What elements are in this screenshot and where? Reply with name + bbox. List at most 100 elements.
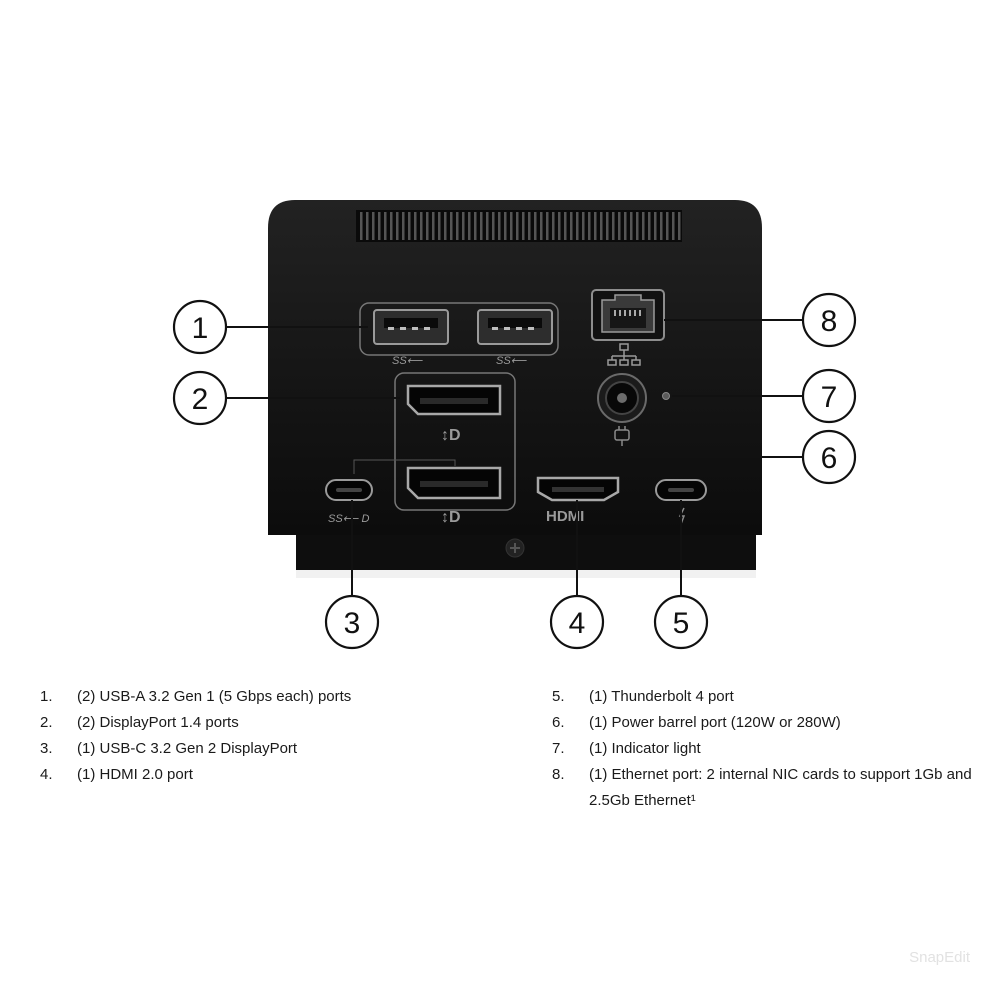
displayport-upper xyxy=(406,384,502,416)
vent-slot xyxy=(648,212,651,240)
vent-slot xyxy=(636,212,639,240)
hdmi-port: HDMI xyxy=(536,476,620,525)
vent-slot xyxy=(540,212,543,240)
displayport-lower-logo: ↕D xyxy=(441,509,461,526)
legend-left-column: 1. (2) USB-A 3.2 Gen 1 (5 Gbps each) por… xyxy=(40,684,480,788)
vent-slot xyxy=(612,212,615,240)
vent-slot xyxy=(468,212,471,240)
legend-item: 2. (2) DisplayPort 1.4 ports xyxy=(40,710,480,736)
legend-item: 3. (1) USB-C 3.2 Gen 2 DisplayPort xyxy=(40,736,480,762)
legend-text: (1) USB-C 3.2 Gen 2 DisplayPort xyxy=(77,740,298,757)
callout-3: 3 xyxy=(324,594,380,650)
vent-slot xyxy=(378,212,381,240)
legend-right-column: 5. (1) Thunderbolt 4 port 6. (1) Power b… xyxy=(552,684,992,814)
vent-slot xyxy=(426,212,429,240)
legend-text: (1) Indicator light xyxy=(589,740,701,757)
displayport-lower xyxy=(406,466,502,500)
callout-7: 7 xyxy=(801,368,857,424)
legend-item: 5. (1) Thunderbolt 4 port xyxy=(552,684,992,710)
legend-number: 3. xyxy=(40,740,53,757)
callout-6-label: 6 xyxy=(821,442,838,475)
callout-2: 2 xyxy=(172,370,228,426)
callout-6: 6 xyxy=(801,429,857,485)
power-icon xyxy=(614,426,630,446)
usb-c-port: SS⟵ D xyxy=(325,479,373,525)
vent-slot xyxy=(450,212,453,240)
leader-lines xyxy=(226,319,804,598)
legend-text: (2) DisplayPort 1.4 ports xyxy=(77,714,239,731)
vent-slot xyxy=(672,212,675,240)
callout-4: 4 xyxy=(549,594,605,650)
callout-5: 5 xyxy=(653,594,709,650)
legend-number: 8. xyxy=(552,766,565,783)
vent-slot xyxy=(360,212,363,240)
vent-slot xyxy=(522,212,525,240)
legend-number: 1. xyxy=(40,688,53,705)
usb-a-right-logo: SS⟵ xyxy=(496,355,528,367)
callout-5-label: 5 xyxy=(673,607,690,640)
vent-slot xyxy=(678,212,681,240)
vent-slot xyxy=(438,212,441,240)
legend-number: 2. xyxy=(40,714,53,731)
legend-text: (1) HDMI 2.0 port xyxy=(77,766,193,783)
vent-grille xyxy=(356,210,682,242)
legend-number: 6. xyxy=(552,714,565,731)
vent-slot xyxy=(510,212,513,240)
vent-slot xyxy=(372,212,375,240)
legend-number: 7. xyxy=(552,740,565,757)
callout-8: 8 xyxy=(801,292,857,348)
legend-text: (2) USB-A 3.2 Gen 1 (5 Gbps each) ports xyxy=(77,688,352,705)
callout-2-label: 2 xyxy=(192,383,209,416)
legend-text: (1) Ethernet port: 2 internal NIC cards … xyxy=(589,766,972,809)
vent-slot xyxy=(564,212,567,240)
legend-item: 4. (1) HDMI 2.0 port xyxy=(40,762,480,788)
vent-slot xyxy=(396,212,399,240)
legend-item: 1. (2) USB-A 3.2 Gen 1 (5 Gbps each) por… xyxy=(40,684,480,710)
vent-slot xyxy=(660,212,663,240)
vent-background xyxy=(356,210,682,242)
vent-slot xyxy=(498,212,501,240)
dock-body xyxy=(268,200,762,578)
vent-slot xyxy=(594,212,597,240)
vent-slot xyxy=(576,212,579,240)
power-barrel-port xyxy=(597,373,647,446)
vent-slot xyxy=(402,212,405,240)
vent-slot xyxy=(516,212,519,240)
callout-4-label: 4 xyxy=(569,607,586,640)
vent-slot xyxy=(666,212,669,240)
vent-slot xyxy=(624,212,627,240)
vent-slot xyxy=(570,212,573,240)
vent-slot xyxy=(588,212,591,240)
vent-slot xyxy=(558,212,561,240)
hdmi-logo: HDMI xyxy=(546,508,584,525)
vent-slot xyxy=(456,212,459,240)
callout-1-label: 1 xyxy=(192,312,209,345)
vent-slot xyxy=(474,212,477,240)
vent-slot xyxy=(492,212,495,240)
legend-item: 7. (1) Indicator light xyxy=(552,736,992,762)
vent-slot xyxy=(546,212,549,240)
vent-slot xyxy=(600,212,603,240)
callout-1: 1 xyxy=(172,299,228,355)
vent-slot xyxy=(582,212,585,240)
vent-slot xyxy=(384,212,387,240)
legend-number: 5. xyxy=(552,688,565,705)
usb-c-logo: SS⟵ D xyxy=(328,513,369,525)
vent-slot xyxy=(534,212,537,240)
callout-3-label: 3 xyxy=(344,607,361,640)
watermark: SnapEdit xyxy=(909,949,970,966)
vent-slot xyxy=(606,212,609,240)
callout-8-label: 8 xyxy=(821,305,838,338)
ethernet-icon xyxy=(607,343,641,366)
ethernet-port xyxy=(591,289,665,366)
vent-slot xyxy=(420,212,423,240)
vent-slot xyxy=(552,212,555,240)
vent-slot xyxy=(654,212,657,240)
dock-rear-panel-diagram: SS⟵ SS⟵ ↕D ↕D SS⟵ D HDMI xyxy=(172,200,857,650)
vent-slot xyxy=(642,212,645,240)
legend-item: 6. (1) Power barrel port (120W or 280W) xyxy=(552,710,992,736)
legend-number: 4. xyxy=(40,766,53,783)
vent-slot xyxy=(528,212,531,240)
indicator-light xyxy=(662,392,670,400)
legend-text: (1) Power barrel port (120W or 280W) xyxy=(589,714,841,731)
